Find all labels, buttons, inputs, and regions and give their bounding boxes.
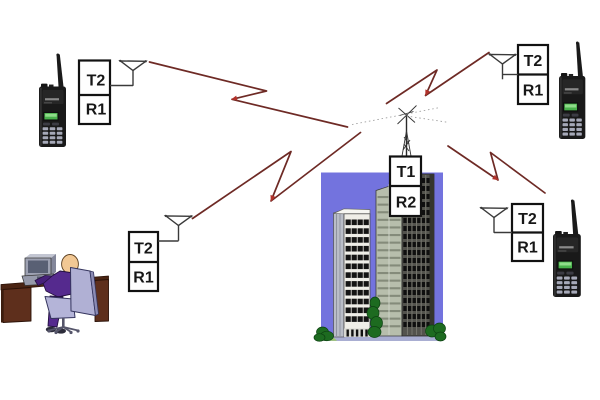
svg-text:R1: R1 [133,270,154,287]
svg-text:T2: T2 [518,211,537,228]
svg-text:R1: R1 [517,240,538,257]
svg-text:T2: T2 [524,53,543,70]
svg-text:T2: T2 [134,241,153,258]
svg-text:R1: R1 [523,83,544,100]
svg-text:R1: R1 [86,102,107,119]
svg-text:T2: T2 [87,73,106,90]
svg-text:R2: R2 [396,195,417,212]
svg-text:T1: T1 [397,164,416,181]
